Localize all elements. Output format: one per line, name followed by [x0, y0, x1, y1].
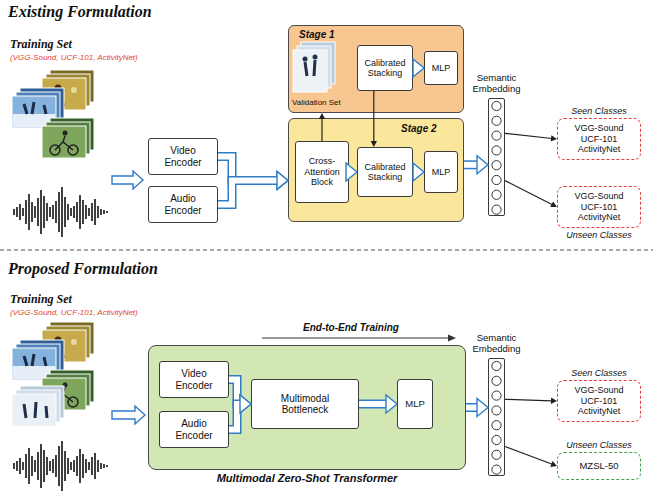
training-arrowhead: [448, 335, 456, 342]
dataset-list: (VGG-Sound, UCF-101, ActivityNet): [10, 53, 138, 62]
training-arrow: [262, 337, 449, 338]
process-box: MLP: [424, 51, 458, 85]
dataset-list: VGG-Sound UCF-101 ActivityNet: [567, 385, 631, 416]
block-arrow: [229, 380, 251, 414]
process-box: MLP: [397, 379, 433, 429]
validation-frames: [293, 42, 335, 92]
box-label: MLP: [428, 63, 454, 73]
audio-waveform: [14, 187, 107, 237]
section-divider: [0, 250, 653, 251]
process-box: Multimodal Bottleneck: [251, 379, 359, 429]
block-arrow: [359, 395, 397, 413]
thin-arrow: [505, 133, 557, 141]
box-label: Multimodal Bottleneck: [267, 393, 343, 416]
process-box: Audio Encoder: [159, 411, 229, 448]
thin-arrow: [319, 113, 325, 141]
class-set-box: Seen ClassesVGG-Sound UCF-101 ActivityNe…: [557, 118, 641, 160]
dataset-list: VGG-Sound UCF-101 ActivityNet: [567, 191, 631, 222]
vector-label: Semantic Embedding: [467, 73, 527, 95]
box-label: Calibrated Stacking: [361, 162, 409, 183]
stage-panel: Stage 2 Cross-Attention Block Calibrated S…: [288, 118, 464, 222]
panel-note: Validation Set: [292, 98, 341, 107]
panel-caption: Multimodal Zero-Shot Transformer: [217, 472, 398, 485]
dataset-heading: Training Set: [10, 38, 72, 52]
process-box: Calibrated Stacking: [357, 45, 413, 91]
process-box: Calibrated Stacking: [357, 147, 413, 197]
video-frames: [12, 322, 94, 410]
process-box: Cross-Attention Block: [295, 141, 349, 203]
dataset-heading: Training Set: [10, 293, 72, 307]
block-arrow: [229, 395, 251, 430]
box-label: Audio Encoder: [165, 418, 223, 441]
class-heading: Seen Classes: [571, 106, 627, 116]
thin-arrow: [505, 398, 557, 404]
class-heading: Unseen Classes: [566, 230, 632, 240]
block-arrow: [346, 163, 357, 181]
embedding-cells: [492, 361, 501, 474]
dataset-name: MZSL-50: [567, 461, 631, 472]
input-arrow: [112, 406, 145, 424]
block-arrow: [413, 59, 424, 77]
panel-heading: Stage 2: [401, 123, 437, 135]
panel-heading: Stage 1: [299, 29, 335, 41]
box-label: Video Encoder: [154, 145, 212, 168]
embedding-vector: Semantic Embedding: [488, 358, 505, 476]
box-label: Video Encoder: [165, 368, 223, 391]
input-arrow: [112, 171, 143, 189]
class-set-box: Unseen ClassesMZSL-50: [557, 452, 641, 480]
class-set-box: Seen ClassesVGG-Sound UCF-101 ActivityNe…: [557, 380, 641, 422]
audio-waveform: [14, 441, 107, 491]
process-box: Video Encoder: [148, 138, 218, 175]
model-panel: Multimodal Zero-Shot TransformerVideo En…: [148, 345, 466, 470]
dataset-list: VGG-Sound UCF-101 ActivityNet: [567, 123, 631, 154]
video-frames: [12, 386, 64, 426]
class-heading: Unseen Classes: [566, 440, 632, 450]
block-arrow: [413, 163, 424, 181]
block-arrow: [464, 156, 488, 174]
training-note: End-to-End Training: [303, 322, 399, 334]
process-box: Audio Encoder: [148, 186, 218, 223]
section-title: Proposed Formulation: [8, 260, 158, 278]
box-label: Calibrated Stacking: [361, 58, 409, 79]
vector-label: Semantic Embedding: [467, 333, 527, 355]
video-frames: [12, 70, 94, 158]
process-box: MLP: [424, 151, 458, 193]
class-set-box: VGG-Sound UCF-101 ActivityNetUnseen Clas…: [557, 186, 641, 228]
thin-arrow: [505, 181, 557, 208]
box-label: Cross-Attention Block: [299, 156, 345, 187]
embedding-vector: Semantic Embedding: [488, 98, 505, 216]
block-arrow: [218, 157, 288, 190]
box-label: MLP: [401, 399, 429, 410]
box-label: Audio Encoder: [154, 193, 212, 216]
thin-arrow: [505, 447, 557, 467]
dataset-list: (VGG-Sound, UCF-101, ActivityNet): [10, 308, 138, 317]
process-box: Video Encoder: [159, 361, 229, 398]
section-title: Existing Formulation: [8, 3, 152, 21]
block-arrow: [466, 399, 488, 417]
box-label: MLP: [428, 167, 454, 177]
embedding-cells: [492, 101, 501, 214]
block-arrow: [218, 171, 288, 204]
thin-arrow: [371, 91, 377, 147]
class-heading: Seen Classes: [571, 368, 627, 378]
